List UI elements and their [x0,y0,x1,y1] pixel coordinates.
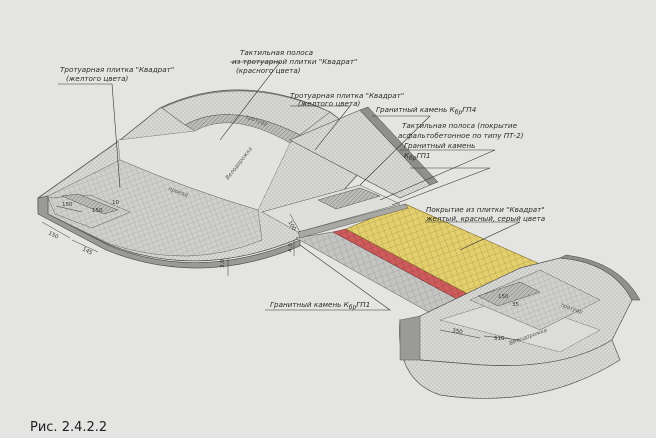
right-curb [559,254,641,301]
dim-1: 150 [47,230,60,240]
svg-text:Тротуарная плитка "Квадрат": Тротуарная плитка "Квадрат" [290,91,404,100]
right-bottom-round [399,318,621,399]
label-tactile-red: Тактильная полоса из тротуарной плитки "… [232,48,357,75]
svg-text:Гранитный камень КбрГП4: Гранитный камень КбрГП4 [376,105,477,116]
label-tactile-asphalt: Тактильная полоса (покрытие асфальтобето… [398,121,524,140]
dim-5: 150 [92,208,103,214]
svg-text:(желтого цвета): (желтого цвета) [298,99,360,108]
dim-8: 4,0 [288,243,294,252]
left-dim-zone [47,194,131,229]
dim-4: 3,0 [220,259,226,268]
dim-11: 350 [452,328,464,336]
dim-9: 150 [498,294,509,300]
right-paving [469,269,601,331]
label-paving-yellow: Тротуарная плитка "Квадрат" (желтого цве… [60,65,174,83]
label-granite-gp4: Гранитный камень КбрГП4 [376,105,477,116]
dim-10: 35 [512,302,519,308]
svg-text:Гранитный камень: Гранитный камень [404,141,475,150]
svg-text:КбрГП1: КбрГП1 [404,151,431,162]
svg-text:(красного цвета): (красного цвета) [236,66,301,75]
crosswalk-drawing: Тротуарная плитка "Квадрат" (желтого цве… [37,48,641,399]
approach-hatch [317,187,381,210]
svg-text:Тактильная полоса (покрытие: Тактильная полоса (покрытие [402,121,518,130]
crossing-edge-top [297,203,409,239]
right-curb-2 [399,315,421,361]
svg-text:Гранитный камень КбрГП1: Гранитный камень КбрГП1 [270,300,370,311]
label-crossing: Покрытие из плитки "Квадрат" желтый, кра… [425,205,545,223]
figure-caption: Рис. 2.4.2.2 [30,420,108,435]
left-tactile [61,193,119,215]
dim-6: 100 [286,220,297,233]
dim-2: 145 [81,246,94,256]
svg-text:(желтого цвета): (желтого цвета) [66,74,128,83]
left-paving [47,159,263,257]
dimension-lines [41,205,521,341]
label-granite-gp1-bottom: Гранитный камень КбрГП1 [270,300,370,311]
svg-text:Покрытие из плитки "Квадрат": Покрытие из плитки "Квадрат" [426,205,545,214]
svg-text:асфальтобетонное по типу ПТ-2): асфальтобетонное по типу ПТ-2) [398,131,524,140]
dim-7: 10 [112,200,119,206]
svg-text:желтый, красный, серый цвета: желтый, красный, серый цвета [425,214,545,223]
dim-3: 150 [62,202,73,208]
svg-text:из тротуарной плитки "Квадрат": из тротуарной плитки "Квадрат" [232,57,357,66]
right-tactile [477,281,541,307]
label-granite-gp1-top: Гранитный камень КбрГП1 [404,141,475,162]
label-paving-yellow-2: Тротуарная плитка "Квадрат" (желтого цве… [290,91,404,108]
top-right-curb [359,106,439,186]
leader-lines [58,61,521,311]
svg-text:Тактильная полоса: Тактильная полоса [240,48,313,57]
svg-text:Тротуарная плитка "Квадрат": Тротуарная плитка "Квадрат" [60,65,174,74]
dim-12: 510 [494,336,505,342]
